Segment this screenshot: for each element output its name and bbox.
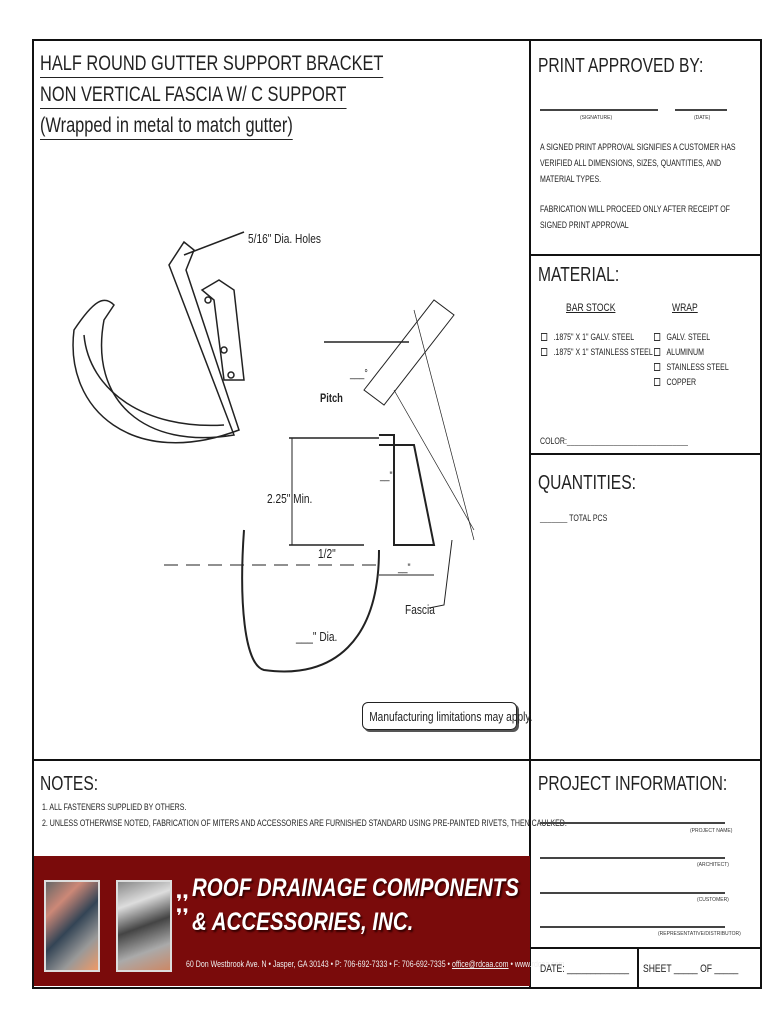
- representative-caption: (REPRESENTATIVE/DISTRIBUTOR): [658, 931, 741, 937]
- min-height-label: 2.25" Min.: [267, 491, 313, 506]
- note-item: 1. ALL FASTENERS SUPPLIED BY OTHERS.: [42, 802, 187, 812]
- bar-stock-options: .1875" X 1" GALV. STEEL .1875" X 1" STAI…: [541, 330, 653, 360]
- bracket-side: [200, 279, 245, 381]
- project-name-line[interactable]: [540, 822, 725, 824]
- divider: [637, 948, 639, 988]
- diameter-label: ___" Dia.: [296, 629, 338, 644]
- checkbox[interactable]: [541, 333, 548, 341]
- company-contact: 60 Don Westbrook Ave. N • Jasper, GA 301…: [186, 959, 565, 969]
- title-line2: NON VERTICAL FASCIA W/ C SUPPORT: [40, 83, 347, 109]
- project-name-caption: (PROJECT NAME): [690, 828, 733, 834]
- width-blank: __": [398, 562, 411, 574]
- checkbox[interactable]: [541, 348, 548, 356]
- date-line[interactable]: [675, 109, 727, 111]
- checkbox[interactable]: [654, 333, 661, 341]
- title-line3: (Wrapped in metal to match gutter): [40, 114, 293, 140]
- divider: [33, 759, 761, 761]
- customer-line[interactable]: [540, 892, 725, 894]
- bracket-part: [72, 240, 240, 444]
- company-name-line1: ROOF DRAINAGE COMPONENTS: [192, 874, 519, 902]
- color-field[interactable]: COLOR:_______________________________: [540, 436, 688, 446]
- droplets-icon: ❜❜❜❜: [176, 892, 189, 928]
- notes-list: 1. ALL FASTENERS SUPPLIED BY OTHERS. 2. …: [42, 799, 567, 831]
- company-banner: ❜❜❜❜ ROOF DRAINAGE COMPONENTS & ACCESSOR…: [34, 856, 564, 986]
- divider: [530, 254, 761, 256]
- website-link[interactable]: • www.rdcaa.com: [510, 959, 565, 969]
- material-heading: MATERIAL:: [538, 264, 620, 286]
- checkbox[interactable]: [654, 363, 661, 371]
- holes-leader: [183, 231, 245, 256]
- half-inch-label: 1/2": [318, 546, 336, 561]
- wrap-option[interactable]: ALUMINUM: [654, 345, 729, 360]
- date-field[interactable]: DATE: _____________: [540, 963, 630, 975]
- wrap-option[interactable]: STAINLESS STEEL: [654, 360, 729, 375]
- project-heading: PROJECT INFORMATION:: [538, 773, 728, 795]
- holes-label: 5/16" Dia. Holes: [248, 231, 321, 246]
- depth-blank: __": [380, 470, 393, 482]
- bar-option[interactable]: .1875" X 1" STAINLESS STEEL: [541, 345, 653, 360]
- date-caption: (DATE): [694, 115, 711, 121]
- limitations-callout: Manufacturing limitations may apply.: [362, 702, 533, 730]
- checkbox[interactable]: [654, 378, 661, 386]
- signature-line[interactable]: [540, 109, 658, 111]
- fascia-label: Fascia: [405, 602, 435, 617]
- pitch-angle-blank: ___°: [350, 368, 368, 380]
- limitations-text: Manufacturing limitations may apply.: [369, 709, 533, 724]
- checkbox[interactable]: [654, 348, 661, 356]
- approval-heading: PRINT APPROVED BY:: [538, 55, 704, 77]
- bar-option[interactable]: .1875" X 1" GALV. STEEL: [541, 330, 653, 345]
- product-photo: [116, 880, 172, 972]
- wrap-option[interactable]: GALV. STEEL: [654, 330, 729, 345]
- total-pcs-field[interactable]: _______ TOTAL PCS: [540, 513, 608, 523]
- architect-caption: (ARCHITECT): [697, 862, 729, 868]
- representative-line[interactable]: [540, 926, 725, 928]
- quantities-heading: QUANTITIES:: [538, 472, 636, 494]
- notes-heading: NOTES:: [40, 773, 99, 795]
- sheet-field[interactable]: SHEET _____ OF _____: [643, 963, 739, 975]
- divider: [530, 947, 761, 949]
- divider: [530, 453, 761, 455]
- signature-caption: (SIGNATURE): [580, 115, 613, 121]
- wrap-options: GALV. STEEL ALUMINUM STAINLESS STEEL COP…: [654, 330, 729, 390]
- pitch-label: Pitch: [320, 391, 343, 405]
- title-line1: HALF ROUND GUTTER SUPPORT BRACKET: [40, 52, 384, 78]
- note-item: 2. UNLESS OTHERWISE NOTED, FABRICATION O…: [42, 818, 567, 828]
- bracket-drawing: [72, 231, 475, 673]
- bar-stock-heading: BAR STOCK: [566, 302, 616, 314]
- product-photo: [44, 880, 100, 972]
- wrap-heading: WRAP: [672, 302, 698, 314]
- divider: [529, 40, 531, 988]
- email-link[interactable]: office@rdcaa.com: [451, 959, 509, 969]
- company-name-line2: & ACCESSORIES, INC.: [192, 908, 414, 936]
- architect-line[interactable]: [540, 857, 725, 859]
- hole: [204, 296, 212, 304]
- wrap-option[interactable]: COPPER: [654, 375, 729, 390]
- drawing-sheet: [32, 39, 762, 989]
- approval-text: A SIGNED PRINT APPROVAL SIGNIFIES A CUST…: [540, 142, 736, 230]
- customer-caption: (CUSTOMER): [697, 897, 729, 903]
- bracket-edge: [83, 334, 225, 427]
